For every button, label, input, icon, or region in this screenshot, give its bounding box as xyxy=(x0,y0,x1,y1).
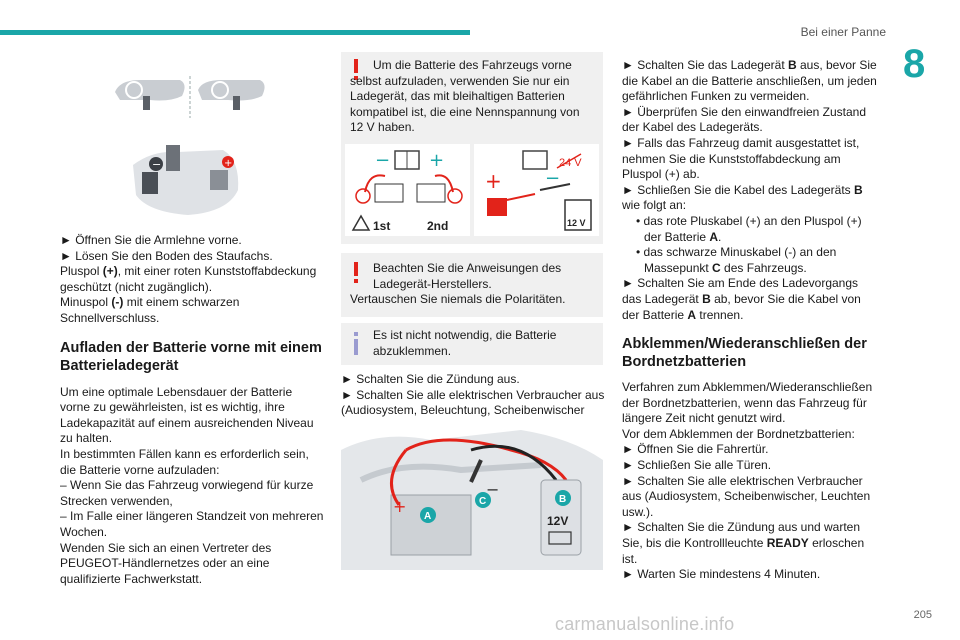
label-b: B xyxy=(559,494,566,505)
dash-item: – Im Falle einer längeren Standzeit von … xyxy=(60,509,324,539)
svg-text:−: − xyxy=(375,150,390,171)
label-c: C xyxy=(479,496,486,507)
right-column: ► Schalten Sie das Ladegerät B aus, bevo… xyxy=(622,58,880,583)
step-item: ► Öffnen Sie die Fahrertür. xyxy=(622,442,769,457)
dash-item: – Wenn Sie das Fahrzeug vorwiegend für k… xyxy=(60,478,314,508)
step-item: ► Schließen Sie alle Türen. xyxy=(622,458,772,473)
step-item: ► Schalten Sie das Ladegerät B aus, bevo… xyxy=(622,58,877,104)
warning-icon xyxy=(354,59,358,80)
diagram-label-24v: 24 V xyxy=(559,157,582,169)
battery-illustration: − + xyxy=(133,145,239,215)
battery-voltage-label: 12V xyxy=(547,514,568,528)
paragraph: Wenden Sie sich an einen Vertreter des P… xyxy=(60,540,272,586)
step-item: ► Schalten Sie die Zündung aus und warte… xyxy=(622,520,865,566)
diagram-label-2nd: 2nd xyxy=(427,219,448,233)
warning-note-polarity: Beachten Sie die Anweisungen des Ladeger… xyxy=(341,253,603,317)
svg-text:+: + xyxy=(429,150,444,171)
step-item: ► Öffnen Sie die Armlehne vorne. xyxy=(60,233,242,247)
left-column: ► Öffnen Sie die Armlehne vorne. ► Lösen… xyxy=(60,233,325,587)
step-item: ► Schalten Sie alle elektrischen Verbrau… xyxy=(622,473,871,519)
header-accent-bar xyxy=(0,30,470,35)
minus-pole-text: Minuspol (-) mit einem schwarzen Schnell… xyxy=(60,295,240,325)
svg-text:−: − xyxy=(486,480,499,499)
warning-text: Vertauschen Sie niemals die Polaritäten. xyxy=(350,292,566,307)
warning-icon xyxy=(354,262,358,283)
warning-text: Um die Batterie des Fahrzeugs vorne selb… xyxy=(350,58,580,135)
sub-item: • das rote Pluskabel (+) an den Pluspol … xyxy=(636,213,862,244)
section-title: Bei einer Panne xyxy=(800,25,886,39)
step-item: ► Falls das Fahrzeug damit ausgestattet … xyxy=(622,135,860,182)
chapter-number: 8 xyxy=(903,42,926,86)
warning-note-charger: Um die Batterie des Fahrzeugs vorne selb… xyxy=(341,52,603,244)
step-item: ► Schließen Sie die Kabel des Ladegeräts… xyxy=(622,182,863,213)
paragraph: Vor dem Abklemmen der Bordnetzbatterien: xyxy=(622,426,855,441)
svg-text:+: + xyxy=(224,158,232,169)
svg-text:+: + xyxy=(485,169,502,193)
svg-text:+: + xyxy=(393,497,406,516)
label-a: A xyxy=(424,511,431,522)
paragraph: Verfahren zum Abklemmen/Wiederanschließe… xyxy=(622,380,873,426)
section-heading: Aufladen der Batterie vorne mit einem Ba… xyxy=(60,339,322,374)
step-item: ► Überprüfen Sie den einwandfreien Zusta… xyxy=(622,104,867,135)
step-item: ► Schalten Sie die Zündung aus. xyxy=(341,372,520,386)
info-note: Es ist nicht notwendig, die Batterie abz… xyxy=(341,323,603,365)
section-heading: Abklemmen/Wiederanschließen der Bordnetz… xyxy=(622,336,867,371)
engine-bay-figure: − + A C B 12V xyxy=(341,420,603,570)
step-item: ► Schalten Sie am Ende des Ladevorgangs … xyxy=(622,276,861,322)
paragraph: Um eine optimale Lebensdauer der Batteri… xyxy=(60,384,314,446)
paragraph: In bestimmten Fällen kann es erforderlic… xyxy=(60,446,309,477)
diagram-label-12v: 12 V xyxy=(567,218,586,228)
info-icon xyxy=(354,332,358,355)
sub-item: • das schwarze Minuskabel (-) an den Mas… xyxy=(636,245,837,275)
warning-text: Beachten Sie die Anweisungen des Ladeger… xyxy=(373,261,562,291)
console-illustration xyxy=(115,76,265,118)
watermark: carmanualsonline.info xyxy=(555,614,735,634)
diagram-label-1st: 1st xyxy=(373,219,390,233)
plus-pole-text: Pluspol (+), mit einer roten Kunststoffa… xyxy=(60,264,317,294)
page-number: 205 xyxy=(913,609,932,621)
info-text: Es ist nicht notwendig, die Batterie abz… xyxy=(373,328,557,358)
svg-text:−: − xyxy=(152,158,161,171)
step-item: ► Schalten Sie alle elektrischen Verbrau… xyxy=(341,387,605,433)
svg-text:−: − xyxy=(545,168,560,189)
middle-steps: ► Schalten Sie die Zündung aus. ► Schalt… xyxy=(341,372,606,434)
step-item: ► Lösen Sie den Boden des Staufachs. xyxy=(60,248,273,263)
charger-diagram: − + 1st 2nd 24 V + − 12 V xyxy=(345,144,599,236)
step-item: ► Warten Sie mindestens 4 Minuten. xyxy=(622,567,821,582)
